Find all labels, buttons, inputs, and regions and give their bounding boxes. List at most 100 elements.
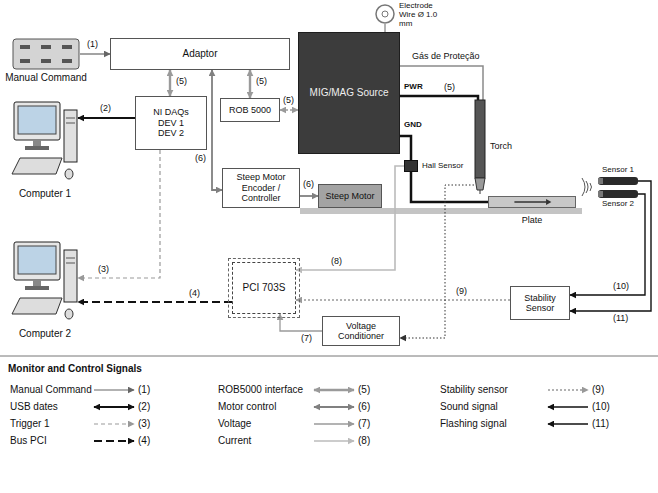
torch-body <box>475 100 485 178</box>
computer: Computer 1 <box>12 100 78 186</box>
legend-text: Manual Command <box>10 384 92 395</box>
wire-spool-icon <box>375 4 395 24</box>
node-text: Manual Command <box>5 72 87 83</box>
remote-button <box>41 45 51 49</box>
remote-button <box>62 59 72 63</box>
node-text: Electrode Wire Ø 1.0 mm <box>399 2 445 28</box>
legend-text: Trigger 1 <box>10 418 50 429</box>
drive-slot <box>66 123 75 124</box>
robot-interface-box: ROB 5000 <box>220 98 280 122</box>
sensor-lens <box>598 191 603 197</box>
node-text: Voltage Conditioner <box>326 321 396 342</box>
legend-text: ROB5000 interface <box>218 384 303 395</box>
travel-arrow <box>514 201 546 203</box>
monitor-screen <box>18 246 56 274</box>
node-text: NI DAQs <box>153 107 189 117</box>
computer-icon <box>12 100 78 186</box>
legend-text: Current <box>218 435 251 446</box>
stepper-motor: Steep Motor <box>318 184 382 208</box>
hall-sensor-body <box>405 161 418 172</box>
light-sensor: Sensor 2 <box>598 190 638 198</box>
legend-sample <box>548 423 588 424</box>
power-source: MIG/MAG Source <box>298 32 400 154</box>
motor-controller-box: Steep Motor Encoder / Controller <box>222 168 300 208</box>
plate-icon <box>488 196 576 208</box>
signal-connector <box>400 136 411 160</box>
wire-spool: Electrode Wire Ø 1.0 mm <box>375 4 395 24</box>
legend-text: Voltage <box>218 418 251 429</box>
daq-box: NI DAQsDEV 1DEV 2 <box>135 96 207 150</box>
legend-text: Motor control <box>218 401 276 412</box>
sound-sensor: Sensor 1 <box>598 177 638 185</box>
legend-number: (10) <box>592 401 610 412</box>
signal-connector <box>296 166 404 270</box>
node-text: Adaptor <box>182 48 217 60</box>
legend-sample <box>94 406 134 408</box>
sensor-lens <box>598 178 603 184</box>
signal-connector <box>400 96 478 100</box>
signal-connector <box>400 66 483 100</box>
remote-button <box>20 59 30 63</box>
plate: Plate <box>488 196 576 208</box>
monitor-neck <box>33 280 41 286</box>
legend-number: (5) <box>358 384 370 395</box>
stability-sensor-box: Stability Sensor <box>510 286 570 320</box>
sound-wave <box>586 181 588 193</box>
signal-number: (7) <box>300 334 313 344</box>
legend-text: USB dates <box>10 401 58 412</box>
monitor <box>14 102 60 140</box>
computer-icon <box>12 240 78 326</box>
hall-sensor: Hall Sensor <box>404 160 418 172</box>
signal-number: (3) <box>97 265 110 275</box>
node-text: Stability Sensor <box>514 293 566 314</box>
light-sensor-icon <box>598 190 638 198</box>
monitor-neck <box>33 140 41 146</box>
label-text: PWR <box>404 83 423 92</box>
legend-title: Monitor and Control Signals <box>8 363 142 374</box>
drive-slot <box>66 258 75 259</box>
node-text: Sensor 1 <box>602 166 634 175</box>
pci-board: PCI 703S <box>232 262 296 314</box>
legend-separator <box>0 356 658 357</box>
legend-number: (6) <box>358 401 370 412</box>
node-text: Steep Motor <box>325 191 374 201</box>
signal-connector <box>78 301 232 303</box>
signal-number: (6) <box>194 154 207 164</box>
node-text: Computer 2 <box>19 328 71 339</box>
node-text: MIG/MAG Source <box>310 87 389 99</box>
legend-sample <box>314 423 354 424</box>
legend-number: (11) <box>592 418 609 429</box>
sound-sensor-icon <box>598 177 638 185</box>
wire-spool-rim <box>376 5 394 23</box>
legend-number: (7) <box>358 418 370 429</box>
keyboard <box>12 298 62 314</box>
legend-number: (8) <box>358 435 370 446</box>
legend-text: Flashing signal <box>440 418 507 429</box>
signal-number: (5) <box>175 77 188 87</box>
signal-connector <box>385 24 386 32</box>
legend-sample <box>548 406 588 407</box>
torch-nozzle <box>475 178 485 190</box>
manual-command-icon <box>12 38 80 70</box>
signal-number: (6) <box>302 180 315 190</box>
keyboard <box>12 158 62 174</box>
signal-connector <box>296 299 510 300</box>
node-text: PCI 703S <box>243 282 286 294</box>
signal-connector <box>212 70 222 190</box>
label-text: Gás de Proteção <box>412 52 480 62</box>
legend-number: (3) <box>138 418 150 429</box>
signal-connector <box>300 195 318 197</box>
legend-sample <box>94 423 134 424</box>
drive-slot <box>66 263 75 264</box>
welding-torch: Torch <box>474 100 486 194</box>
drive-slot <box>66 118 75 119</box>
legend-sample <box>314 389 354 391</box>
monitor-base <box>25 286 49 290</box>
monitor-screen <box>18 106 56 134</box>
node-text: Hall Sensor <box>422 162 463 171</box>
manual-command: Manual Command <box>12 38 80 70</box>
computer-tower <box>64 110 77 162</box>
node-text: Computer 1 <box>19 188 71 199</box>
sound-wave <box>582 178 585 196</box>
signal-number: (9) <box>455 287 468 297</box>
